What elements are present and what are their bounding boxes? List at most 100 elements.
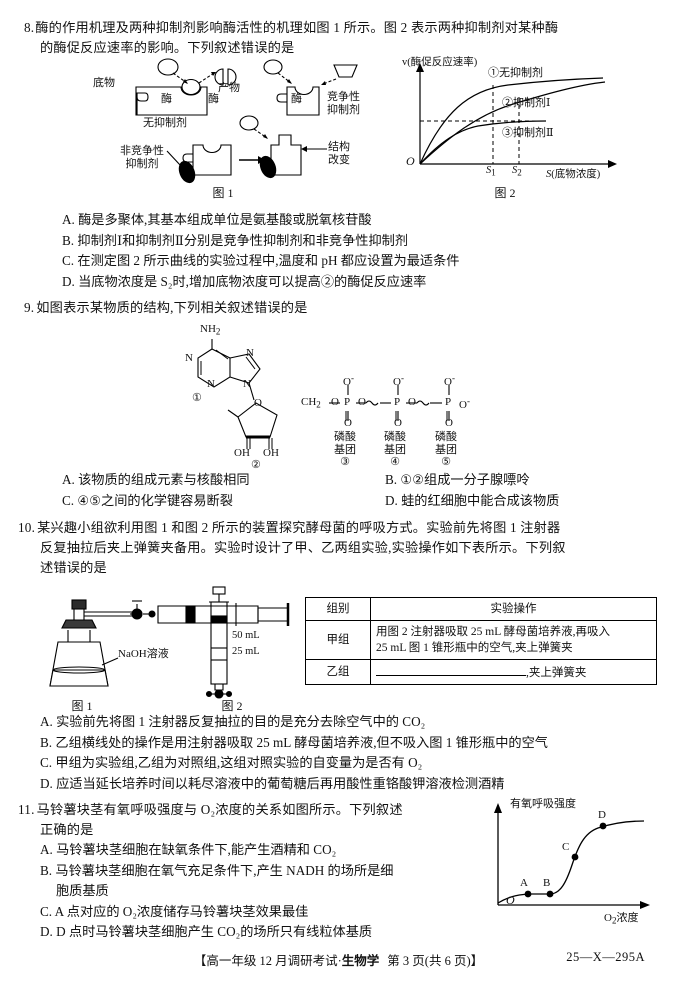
- structure-number-1: ①: [192, 392, 202, 404]
- group-cell-jia: 甲组: [305, 620, 371, 660]
- label-no-inhibitor: 无抑制剂: [143, 117, 187, 129]
- page-footer: 【高一年级 12 月调研考试·生物学第 3 页(共 6 页)】 25—X—295…: [0, 950, 677, 969]
- operation-cell-jia: 用图 2 注射器吸取 25 mL 酵母菌培养液,再吸入 25 mL 图 1 锥形…: [370, 620, 657, 660]
- question-8-figure1: 底物 产物 酶 酶 酶 无抑制剂 竞争性 抑制剂 非竞争性 抑制剂 结构 改变: [93, 57, 395, 197]
- option-b-q11: B. 马铃薯块茎细胞在氧气充足条件下,产生 NADH 的场所是细: [40, 862, 394, 878]
- label-enzyme-3: 酶: [208, 93, 219, 105]
- enzyme-kinetics-chart: [416, 63, 617, 168]
- footer-title: 高一年级 12 月调研考试·: [206, 954, 342, 968]
- option-d-q8: D. 当底物浓度是 S₂时,增加底物浓度可以提高②的酶促反应速率: [62, 273, 427, 289]
- enzyme-mechanism-svg: [135, 58, 358, 184]
- option-a-q9: A. 该物质的组成元素与核酸相同: [62, 472, 250, 487]
- table-row: 乙组 ,夹上弹簧夹: [305, 659, 657, 685]
- atp-molecule-svg: [197, 339, 450, 449]
- footer-subject: 生物学: [341, 954, 380, 968]
- figure-1-caption-q10: 图 1: [71, 699, 93, 713]
- table-row: 甲组 用图 2 注射器吸取 25 mL 酵母菌培养液,再吸入 25 mL 图 1…: [305, 620, 657, 660]
- phosphate-2-upper-o: O-: [393, 373, 404, 389]
- amino-group-label: NH2: [200, 323, 221, 337]
- phosphorus-1: P: [344, 396, 351, 408]
- volume-25ml-label: 25 mL: [232, 646, 260, 657]
- question-10-stem-line1: 某兴趣小组欲利用图 1 和图 2 所示的装置探究酵母菌的呼吸方式。实验前先将图 …: [37, 520, 561, 535]
- group-cell-yi: 乙组: [305, 659, 371, 685]
- q11-origin-label: O: [506, 893, 515, 907]
- question-9-options-left: A. 该物质的组成元素与核酸相同 C. ④⑤之间的化学键容易断裂: [62, 470, 250, 511]
- phosphate-3-lower-o: O: [445, 417, 453, 429]
- apparatus-svg: [49, 599, 290, 687]
- structure-number-2: ②: [251, 459, 261, 471]
- question-10-options: A. 实验前先将图 1 注射器反复抽拉的目的是充分去除空气中的 CO₂ B. 乙…: [40, 712, 548, 794]
- ring-nitrogen-3: N: [246, 347, 254, 359]
- question-10-apparatus: NaOH溶液 50 mL 25 mL: [40, 586, 305, 715]
- option-c-q11: C. A 点对应的 O₂浓度储存马铃薯块茎效果最佳: [40, 903, 309, 919]
- footer-page-info: 第 3 页(共 6 页): [387, 954, 471, 968]
- figure-2-caption-q10: 图 2: [221, 699, 243, 713]
- label-competitive-inhibitor: 竞争性 抑制剂: [327, 91, 360, 116]
- question-9-number: 9.: [24, 300, 35, 315]
- question-10-stem-line2: 反复抽拉后夹上弹簧夹备用。实验时设计了甲、乙两组实验,实验操作如下表所示。下列叙: [40, 540, 566, 555]
- point-label-c: C: [562, 841, 570, 853]
- footer-bracket-open: 【: [193, 954, 207, 968]
- label-enzyme-1: 酶: [161, 93, 172, 105]
- question-11-stem-line1: 马铃薯块茎有氧呼吸强度与 O₂浓度的关系如图所示。下列叙述: [36, 802, 403, 817]
- option-a-q11: A. 马铃薯块茎细胞在缺氧条件下,能产生酒精和 CO₂: [40, 842, 337, 857]
- option-c-q10: C. 甲组为实验组,乙组为对照组,这组对照实验的自变量为是否有 O₂: [40, 755, 423, 770]
- question-9-stem: 9. 如图表示某物质的结构,下列相关叙述错误的是: [24, 298, 664, 318]
- phosphate-3-upper-o: O-: [444, 373, 455, 389]
- experiment-operation-table: 组别 实验操作 甲组 用图 2 注射器吸取 25 mL 酵母菌培养液,再吸入 2…: [305, 597, 657, 685]
- question-9-stem-line1: 如图表示某物质的结构,下列相关叙述错误的是: [36, 300, 308, 315]
- q8-y-axis-label: v(酶促反应速率): [402, 57, 478, 68]
- phosphorus-3: P: [445, 396, 452, 408]
- question-8-number: 8.: [24, 20, 35, 35]
- question-8-stem: 8. 酶的作用机理及两种抑制剂影响酶活性的机理如图 1 所示。图 2 表示两种抑…: [24, 18, 664, 58]
- option-a-q10: A. 实验前先将图 1 注射器反复抽拉的目的是充分去除空气中的 CO₂: [40, 714, 426, 729]
- question-8-stem-line1: 酶的作用机理及两种抑制剂影响酶活性的机理如图 1 所示。图 2 表示两种抑制剂对…: [35, 20, 559, 35]
- question-10-stem-line3: 述错误的是: [40, 560, 107, 575]
- question-9-options-right: B. ①②组成一分子腺嘌呤 D. 蛙的红细胞中能合成该物质: [385, 470, 559, 511]
- question-11-graph: O 有氧呼吸强度 O2浓度 A B C D: [476, 797, 666, 929]
- option-d-q10: D. 应适当延长培养时间以耗尽溶液中的葡萄糖后再用酸性重铬酸钾溶液检测酒精: [40, 775, 505, 791]
- option-c-q9: C. ④⑤之间的化学键容易断裂: [62, 492, 233, 508]
- ribose-oxygen: O: [254, 397, 262, 409]
- phosphate-group-1-label: 磷酸 基团 ③: [334, 431, 356, 468]
- q8-origin-label: O: [406, 154, 415, 168]
- label-structure-change: 结构 改变: [328, 141, 350, 166]
- q11-y-axis-label: 有氧呼吸强度: [510, 798, 576, 810]
- label-noncompetitive-inhibitor: 非竞争性 抑制剂: [120, 145, 164, 170]
- point-label-d: D: [598, 809, 606, 821]
- bridge-oxygen-2: O: [358, 396, 366, 408]
- table-header-row: 组别 实验操作: [305, 597, 657, 621]
- point-label-b: B: [543, 877, 551, 889]
- q8-tick-s2: S2: [512, 165, 522, 178]
- question-11-options: A. 马铃薯块茎细胞在缺氧条件下,能产生酒精和 CO₂ B. 马铃薯块茎细胞在氧…: [40, 840, 480, 943]
- phosphorus-2: P: [394, 396, 401, 408]
- naoh-solution-label: NaOH溶液: [118, 648, 169, 660]
- bridge-oxygen-3: O: [408, 396, 416, 408]
- ring-nitrogen-1: N: [185, 352, 193, 364]
- label-enzyme-2: 酶: [291, 93, 302, 105]
- option-a-q8: A. 酶是多聚体,其基本组成单位是氨基酸或脱氧核苷酸: [62, 212, 372, 227]
- operation-jia-line2: 25 mL 图 1 锥形瓶中的空气,夹上弹簧夹: [376, 642, 573, 654]
- vertical-syringe-svg: [205, 586, 233, 699]
- option-b-q10: B. 乙组横线处的操作是用注射器吸取 25 mL 酵母菌培养液,但不吸入图 1 …: [40, 734, 548, 750]
- question-11-stem-line2: 正确的是: [40, 822, 94, 837]
- option-d-q9: D. 蛙的红细胞中能合成该物质: [385, 492, 560, 508]
- question-8-figure2-graph: v(酶促反应速率) O S1 S2 SS(底物浓度)(底物浓度) ①无抑制剂 ②…: [398, 57, 663, 200]
- option-b-q8: B. 抑制剂Ⅰ和抑制剂Ⅱ分别是竞争性抑制剂和非竞争性抑制剂: [62, 232, 409, 248]
- volume-50ml-label: 50 mL: [232, 630, 260, 641]
- footer-bracket-close: 】: [470, 954, 484, 968]
- bridge-oxygen-1: O: [331, 396, 339, 408]
- phosphate-group-3-label: 磷酸 基团 ⑤: [435, 431, 457, 468]
- q8-curve-label-1: ①无抑制剂: [488, 67, 543, 79]
- ring-nitrogen-4: N: [243, 378, 251, 390]
- operation-jia-line1: 用图 2 注射器吸取 25 mL 酵母菌培养液,再吸入: [376, 626, 611, 638]
- option-c-q8: C. 在测定图 2 所示曲线的实验过程中,温度和 pH 都应设置为最适条件: [62, 253, 460, 268]
- hydroxyl-1: OH: [234, 447, 250, 459]
- phosphate-2-lower-o: O: [394, 417, 402, 429]
- question-10-number: 10.: [18, 520, 36, 535]
- question-8-options: A. 酶是多聚体,其基本组成单位是氨基酸或脱氧核苷酸 B. 抑制剂Ⅰ和抑制剂Ⅱ分…: [62, 210, 459, 292]
- answer-blank-line[interactable]: [376, 663, 526, 676]
- q8-curve-label-2: ②抑制剂Ⅰ: [502, 97, 551, 109]
- option-d-q11: D. D 点时马铃薯块茎细胞产生 CO₂的场所只有线粒体基质: [40, 924, 373, 939]
- label-substrate: 底物: [93, 77, 115, 89]
